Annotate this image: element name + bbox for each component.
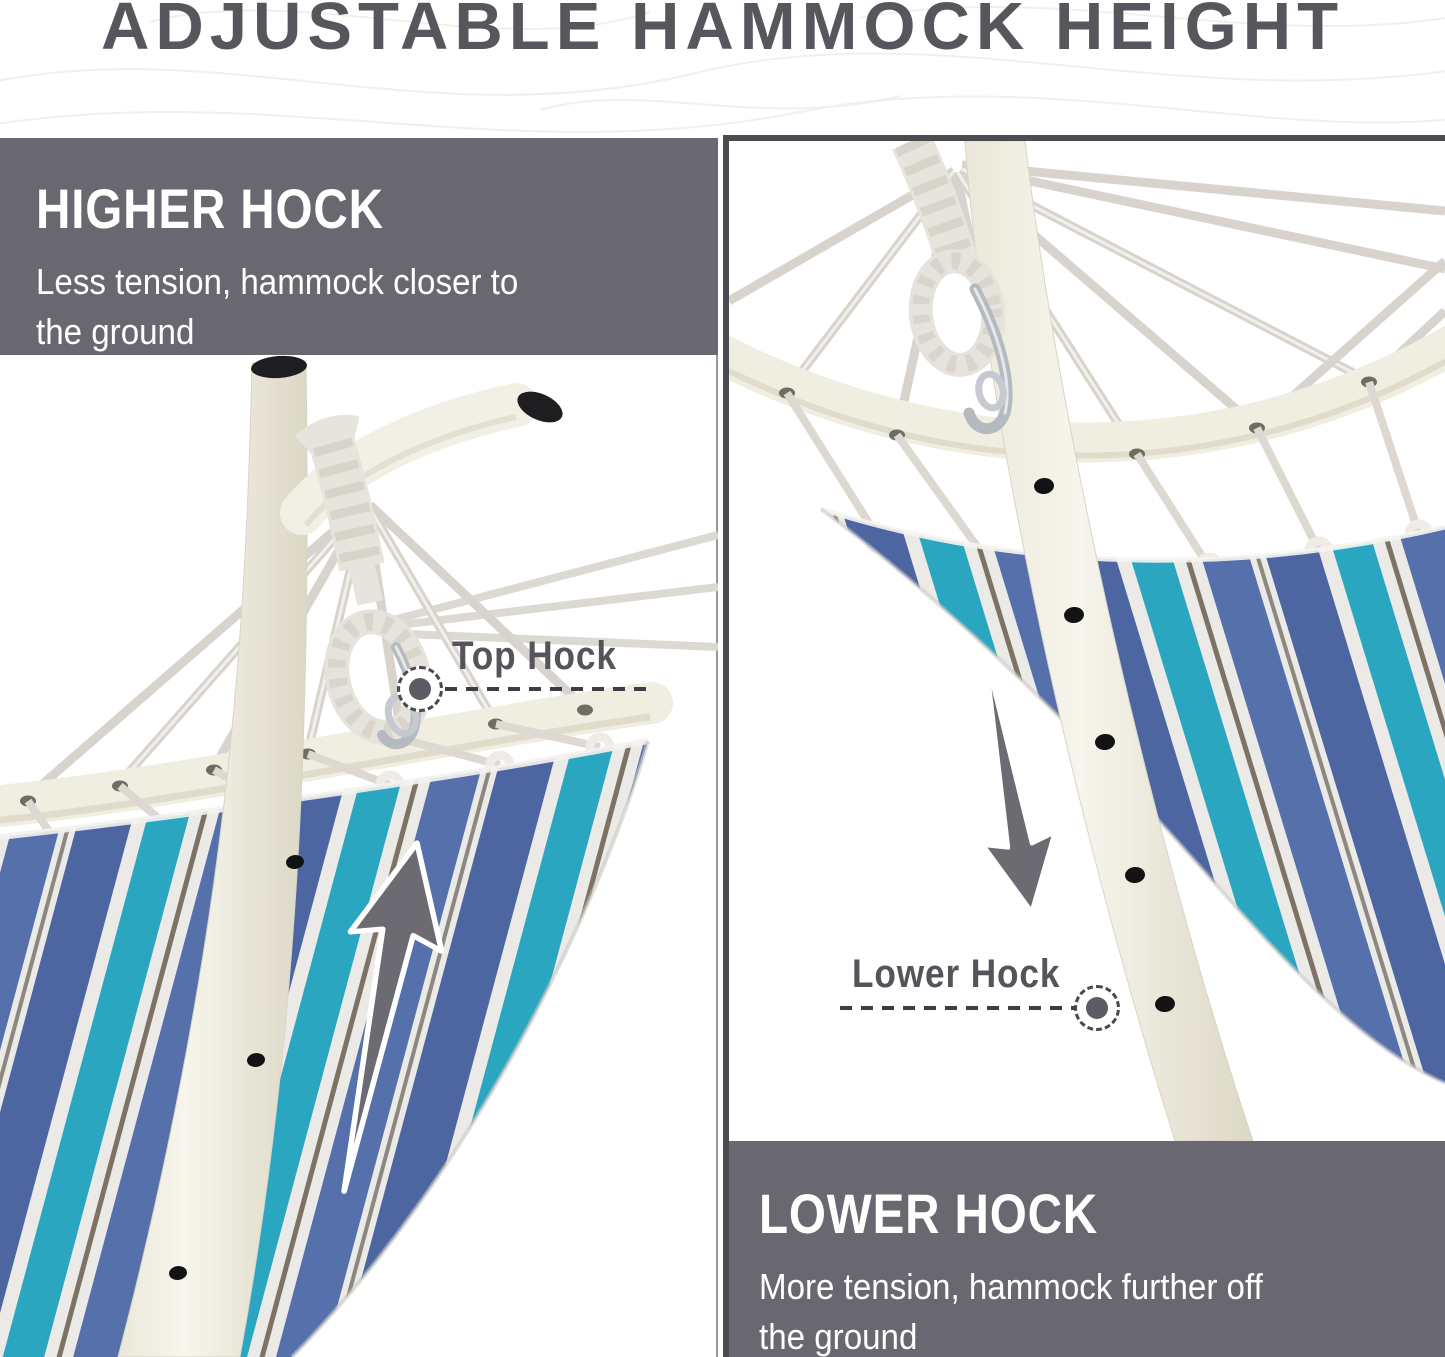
lower-hock-label: Lower Hock [852,952,1061,996]
panel-divider-line [716,138,718,1357]
stand-pole [117,355,308,1357]
hammock-fabric [819,506,1445,1085]
top-hock-target-marker [397,666,443,712]
hook-arm-cap [517,391,563,423]
higher-hock-photo-illustration [0,355,718,1357]
page-title: ADJUSTABLE HAMMOCK HEIGHT [100,0,1345,64]
lower-hock-info-box: LOWER HOCK More tension, hammock further… [729,1141,1445,1357]
target-dot-icon [409,678,431,700]
higher-hock-heading: HIGHER HOCK [36,177,384,240]
target-dot-icon [1086,997,1108,1019]
up-arrow-icon [341,840,445,1194]
pole-top-cap [251,355,307,379]
pole-hook-arm [280,383,563,535]
top-hock-label: Top Hock [452,634,617,678]
rope-knot [892,141,1006,377]
lower-hock-heading: LOWER HOCK [759,1182,1099,1245]
down-arrow-icon [980,652,1057,914]
pole-adjustment-holes [169,854,304,1281]
lower-hock-target-marker [1074,985,1120,1031]
rope-fan-right [380,531,718,651]
lower-hock-photo-illustration [729,141,1445,1141]
stand-pole [964,141,1254,1141]
lower-hock-dashed-line [840,1006,1076,1010]
higher-hock-info-box: HIGHER HOCK Less tension, hammock closer… [0,138,718,355]
pole-adjustment-holes [1034,477,1175,1013]
lower-hock-panel: LOWER HOCK More tension, hammock further… [723,135,1445,1357]
higher-hock-description: Less tension, hammock closer to the grou… [36,261,519,352]
lower-hock-description: More tension, hammock further off the gr… [759,1266,1263,1357]
top-hock-dashed-line [445,687,650,691]
carabiner-hook [963,283,1013,435]
